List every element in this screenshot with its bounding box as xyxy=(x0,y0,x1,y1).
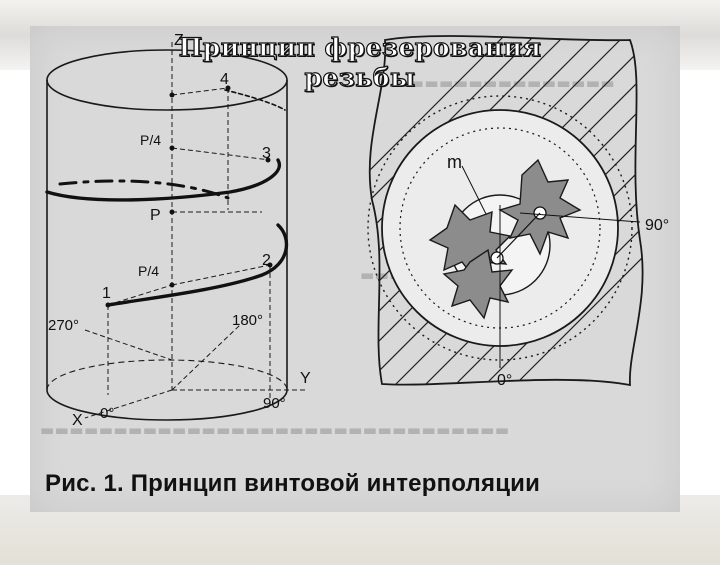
point-3-label: 3 xyxy=(262,145,271,162)
faint-background-texture: ▬▬▬▬▬▬▬▬▬▬▬▬▬▬▬▬▬▬▬▬▬▬▬▬▬▬▬▬▬▬▬▬ xyxy=(40,421,510,439)
diag-line-2 xyxy=(171,264,271,286)
cylinder-construction-lines xyxy=(84,42,305,419)
cross-angle-90-label: 90° xyxy=(645,217,669,234)
figure-diagram: Z X Y 0° 90° 180° 270° 1 2 3 4 P/4 P P/4 xyxy=(45,32,669,429)
x-axis-line xyxy=(84,389,173,419)
point-2-label: 2 xyxy=(262,252,271,269)
cylinder-points xyxy=(105,85,273,308)
cylinder-bottom-front xyxy=(46,389,288,421)
angle-270-label: 270° xyxy=(48,317,79,334)
angle-90-label: 90° xyxy=(263,395,286,412)
label-m: m xyxy=(447,152,462,172)
diag-line-4 xyxy=(171,87,229,96)
diag-line-3 xyxy=(171,147,271,161)
pitch-dot-top xyxy=(169,92,175,98)
cross-horizontal-axis xyxy=(519,212,641,223)
point-3-dot xyxy=(265,157,271,163)
slide-title-line-1: Принцип фрезерования xyxy=(178,32,542,62)
diag-line-7 xyxy=(171,324,241,391)
helix-thread xyxy=(45,89,289,307)
slide-title-line-2: резьбы xyxy=(304,62,416,92)
axis-z-label: Z xyxy=(174,32,184,49)
cylinder-bottom-back xyxy=(46,359,288,391)
pitch-dot-upper xyxy=(169,145,175,151)
point-1-dot xyxy=(105,302,111,308)
m-leader-line xyxy=(461,165,487,215)
point-2-dot xyxy=(267,262,273,268)
radius-line xyxy=(496,212,541,259)
cylinder-drawing xyxy=(46,49,288,421)
axis-y-label: Y xyxy=(300,370,311,387)
point-4-dot xyxy=(225,85,231,91)
point-1-label: 1 xyxy=(102,285,111,302)
faint-background-texture: ▬▬▬▬▬▬▬▬▬▬▬▬▬▬▬ xyxy=(395,74,616,92)
angle-0-label: 0° xyxy=(100,405,114,422)
point-4-label: 4 xyxy=(220,71,229,88)
angle-180-label: 180° xyxy=(232,312,263,329)
diag-line-10 xyxy=(84,329,173,361)
pitch-quarter-upper-label: P/4 xyxy=(140,132,161,148)
helix-upper-turn xyxy=(45,158,282,202)
pitch-full-label: P xyxy=(150,207,161,224)
helix-top-segment xyxy=(224,89,286,111)
cross-angle-0-label: 0° xyxy=(497,372,512,389)
outer-dotted-circle xyxy=(367,95,633,361)
cutter-3 xyxy=(442,248,514,320)
slide-title: Принцип фрезерования резьбы xyxy=(0,32,720,93)
pitch-dot-mid xyxy=(169,209,175,215)
pitch-dot-lower xyxy=(169,282,175,288)
pitch-quarter-lower-label: P/4 xyxy=(138,263,159,279)
helix-dashdot xyxy=(58,179,230,200)
figure-caption: Рис. 1. Принцип винтовой интерполяции xyxy=(45,470,541,497)
cross-section-drawing xyxy=(367,35,644,387)
workpiece-outline xyxy=(368,35,644,387)
axis-x-label: X xyxy=(72,412,83,429)
helix-lower-turn xyxy=(106,223,289,307)
